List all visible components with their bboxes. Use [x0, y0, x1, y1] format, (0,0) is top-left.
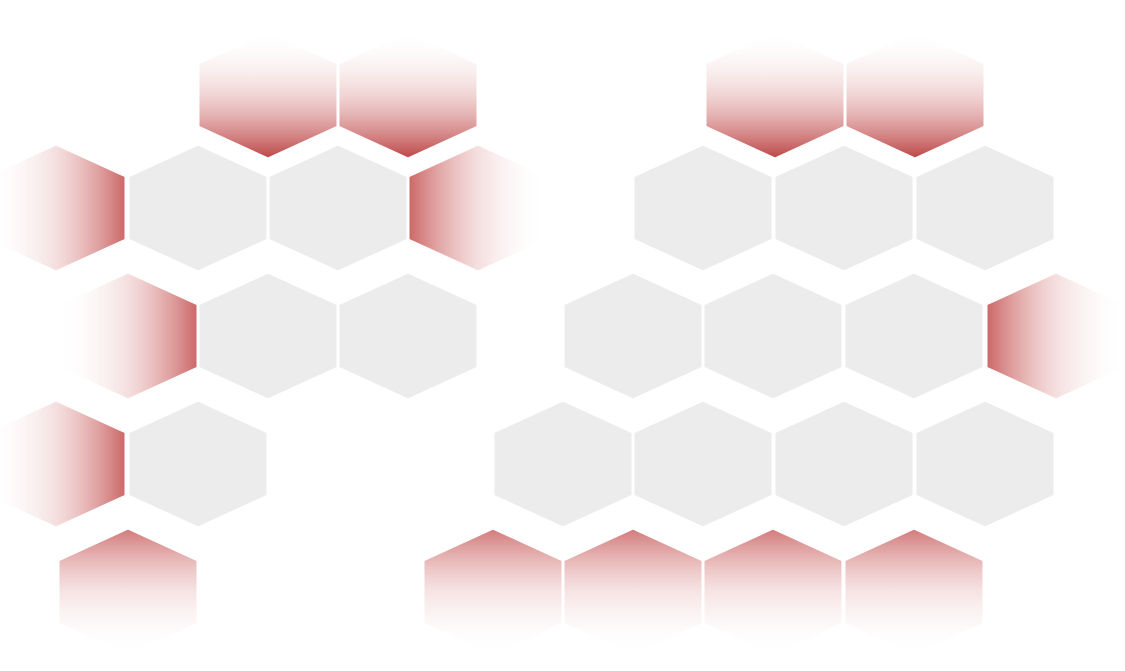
hexagon-fade-tile: [336, 29, 480, 161]
hexagon-tile: [631, 142, 775, 274]
hexagon-tile: [913, 142, 1057, 274]
hexagon-tile: [266, 142, 410, 274]
hexagon-tile: [561, 270, 705, 402]
hexagon-fade-tile: [701, 526, 845, 658]
hexagon-tile: [842, 270, 986, 402]
hexagon-fade-tile: [984, 270, 1125, 402]
hexagon-tile: [336, 270, 480, 402]
hexagon-fade-tile: [0, 398, 128, 530]
hexagon-fade-tile: [703, 29, 847, 161]
hexagon-tile: [126, 142, 270, 274]
hexagon-fade-tile: [421, 526, 565, 658]
hexagon-tile: [913, 398, 1057, 530]
hexagon-tile: [701, 270, 845, 402]
hexagon-tile: [126, 398, 270, 530]
hexagon-fade-tile: [0, 142, 128, 274]
hexagon-fade-tile: [406, 142, 550, 274]
hexagon-fade-tile: [56, 270, 200, 402]
hexagon-tile: [491, 398, 635, 530]
hexagon-fade-tile: [842, 526, 986, 658]
hexagon-fade-tile: [561, 526, 705, 658]
hexagon-tile: [631, 398, 775, 530]
hexagon-tile: [196, 270, 340, 402]
hexagon-fade-tile: [843, 29, 987, 161]
left-hexagon-cluster: [0, 29, 550, 658]
hexagon-tile: [772, 398, 916, 530]
right-hexagon-cluster: [421, 29, 1125, 658]
hexagon-fade-tile: [56, 526, 200, 658]
hexagon-tile: [772, 142, 916, 274]
hexagon-fade-tile: [196, 29, 340, 161]
